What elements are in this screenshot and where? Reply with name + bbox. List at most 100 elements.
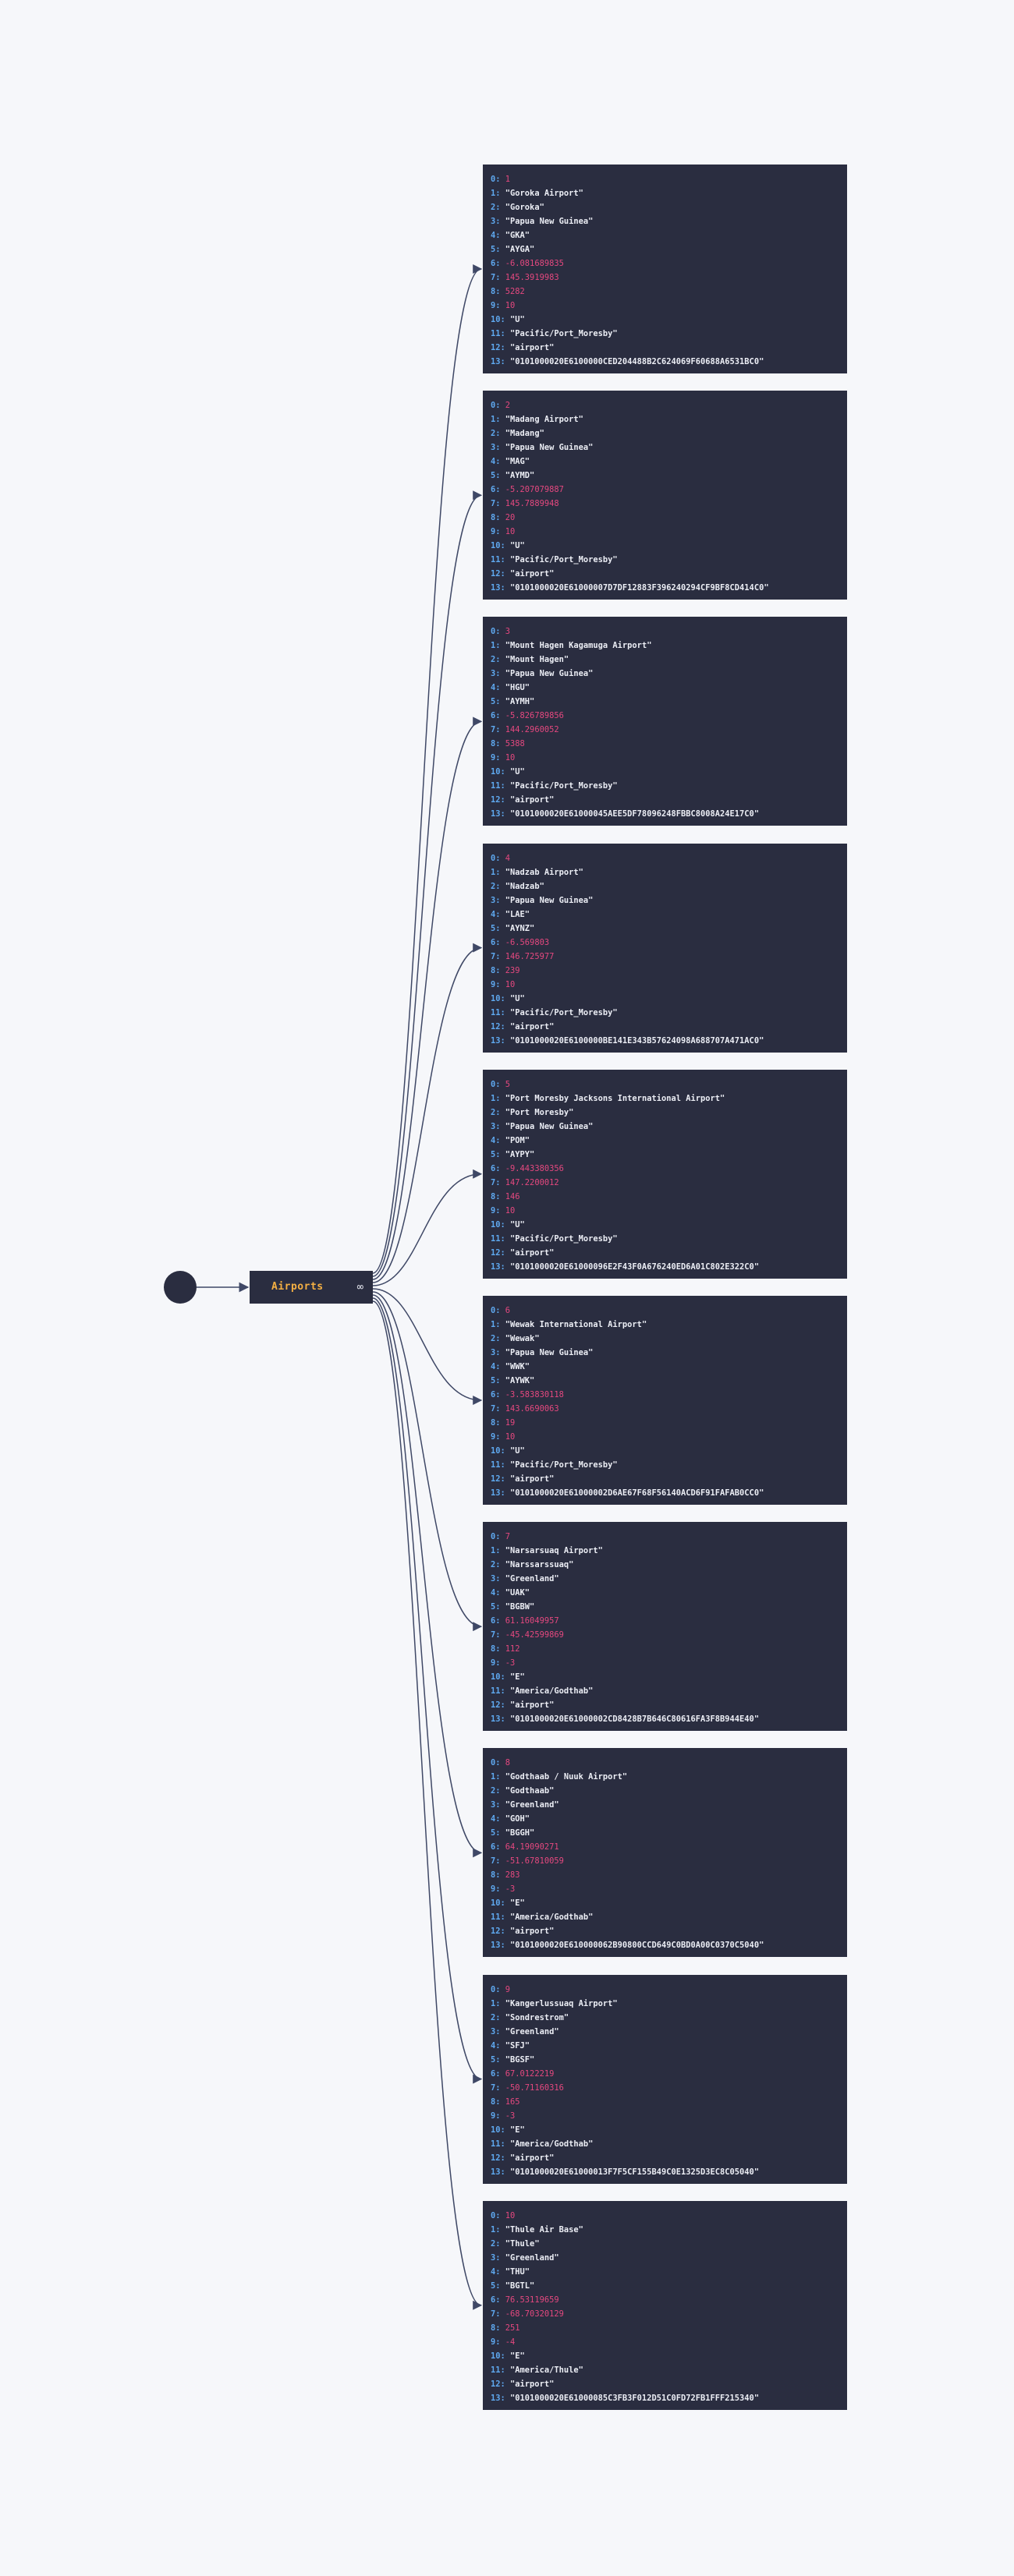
row-separator: : <box>495 1602 505 1612</box>
record-row: 3: "Greenland" <box>491 2025 839 2039</box>
row-value: "Papua New Guinea" <box>505 1348 594 1357</box>
row-value: "Greenland" <box>505 1800 559 1810</box>
row-key: 4 <box>491 1814 496 1824</box>
row-key: 7 <box>491 273 496 282</box>
row-separator: : <box>495 287 505 296</box>
row-value: "BGSF" <box>505 2055 535 2065</box>
row-key: 10 <box>491 1898 501 1908</box>
row-value: "U" <box>510 994 525 1003</box>
row-separator: : <box>495 1800 505 1810</box>
record-row: 3: "Papua New Guinea" <box>491 667 839 681</box>
record-row: 5: "AYNZ" <box>491 922 839 936</box>
row-value: 2 <box>505 401 511 410</box>
row-value: "Pacific/Port_Moresby" <box>510 555 618 564</box>
record-row: 11: "America/Godthab" <box>491 2137 839 2151</box>
row-key: 5 <box>491 924 496 933</box>
row-separator: : <box>495 1192 505 1201</box>
row-separator: : <box>500 1488 511 1498</box>
row-key: 6 <box>491 1390 496 1399</box>
row-separator: : <box>500 767 511 777</box>
row-key: 9 <box>491 980 496 989</box>
record-row: 9: -3 <box>491 1882 839 1896</box>
record-row: 5: "AYGA" <box>491 242 839 257</box>
record-row: 8: 20 <box>491 511 839 525</box>
row-key: 1 <box>491 1094 496 1103</box>
row-key: 3 <box>491 896 496 905</box>
row-value: -3 <box>505 2111 516 2121</box>
record-row: 11: "America/Godthab" <box>491 1910 839 1924</box>
row-separator: : <box>500 541 511 550</box>
row-separator: : <box>495 697 505 706</box>
row-key: 13 <box>491 1714 501 1724</box>
row-value: 8 <box>505 1758 511 1767</box>
row-key: 2 <box>491 1786 496 1796</box>
row-separator: : <box>495 1588 505 1598</box>
row-value: 5282 <box>505 287 525 296</box>
row-key: 2 <box>491 203 496 212</box>
record-row: 0: 9 <box>491 1983 839 1997</box>
row-value: "AYMH" <box>505 697 535 706</box>
row-key: 1 <box>491 1772 496 1782</box>
record-row: 9: 10 <box>491 978 839 992</box>
record-row: 7: 144.2960052 <box>491 723 839 737</box>
row-key: 11 <box>491 329 501 338</box>
row-separator: : <box>495 1150 505 1159</box>
record-row: 8: 283 <box>491 1868 839 1882</box>
row-value: "LAE" <box>505 910 530 919</box>
row-separator: : <box>495 217 505 226</box>
row-value: 10 <box>505 980 516 989</box>
row-key: 12 <box>491 343 501 352</box>
record-row: 13: "0101000020E610000062B90800CCD649C0B… <box>491 1938 839 1952</box>
row-value: "Madang" <box>505 429 544 438</box>
row-value: "0101000020E61000002CD8428B7B646C80616FA… <box>510 1714 760 1724</box>
row-key: 6 <box>491 938 496 947</box>
row-key: 5 <box>491 1376 496 1385</box>
row-separator: : <box>500 1898 511 1908</box>
row-key: 3 <box>491 1574 496 1583</box>
airports-table-node[interactable]: Airports ∞ <box>250 1271 373 1304</box>
row-value: "Wewak" <box>505 1334 540 1343</box>
row-separator: : <box>495 2211 505 2220</box>
row-value: "Pacific/Port_Moresby" <box>510 781 618 791</box>
row-value: "HGU" <box>505 683 530 692</box>
row-key: 13 <box>491 1488 501 1498</box>
row-value: "UAK" <box>505 1588 530 1598</box>
row-value: 61.16049957 <box>505 1616 559 1626</box>
row-separator: : <box>495 1320 505 1329</box>
row-key: 4 <box>491 231 496 240</box>
row-key: 3 <box>491 1348 496 1357</box>
row-key: 12 <box>491 2380 501 2389</box>
row-key: 1 <box>491 2225 496 2235</box>
record-row: 11: "Pacific/Port_Moresby" <box>491 1458 839 1472</box>
record-row: 4: "HGU" <box>491 681 839 695</box>
row-separator: : <box>495 527 505 536</box>
record-row: 11: "Pacific/Port_Moresby" <box>491 1232 839 1246</box>
row-key: 5 <box>491 1828 496 1838</box>
row-key: 6 <box>491 2069 496 2079</box>
row-separator: : <box>495 1884 505 1894</box>
row-value: 1 <box>505 175 511 184</box>
row-key: 0 <box>491 627 496 636</box>
row-value: "AYNZ" <box>505 924 535 933</box>
row-value: 5388 <box>505 739 525 748</box>
row-separator: : <box>495 910 505 919</box>
row-value: -6.569803 <box>505 938 550 947</box>
record-row: 0: 6 <box>491 1304 839 1318</box>
start-node[interactable] <box>164 1271 197 1304</box>
row-key: 6 <box>491 1164 496 1173</box>
record-row: 4: "POM" <box>491 1134 839 1148</box>
row-value: "BGBW" <box>505 1602 535 1612</box>
row-key: 1 <box>491 1546 496 1555</box>
record-edge <box>372 943 483 1283</box>
row-key: 2 <box>491 2013 496 2022</box>
